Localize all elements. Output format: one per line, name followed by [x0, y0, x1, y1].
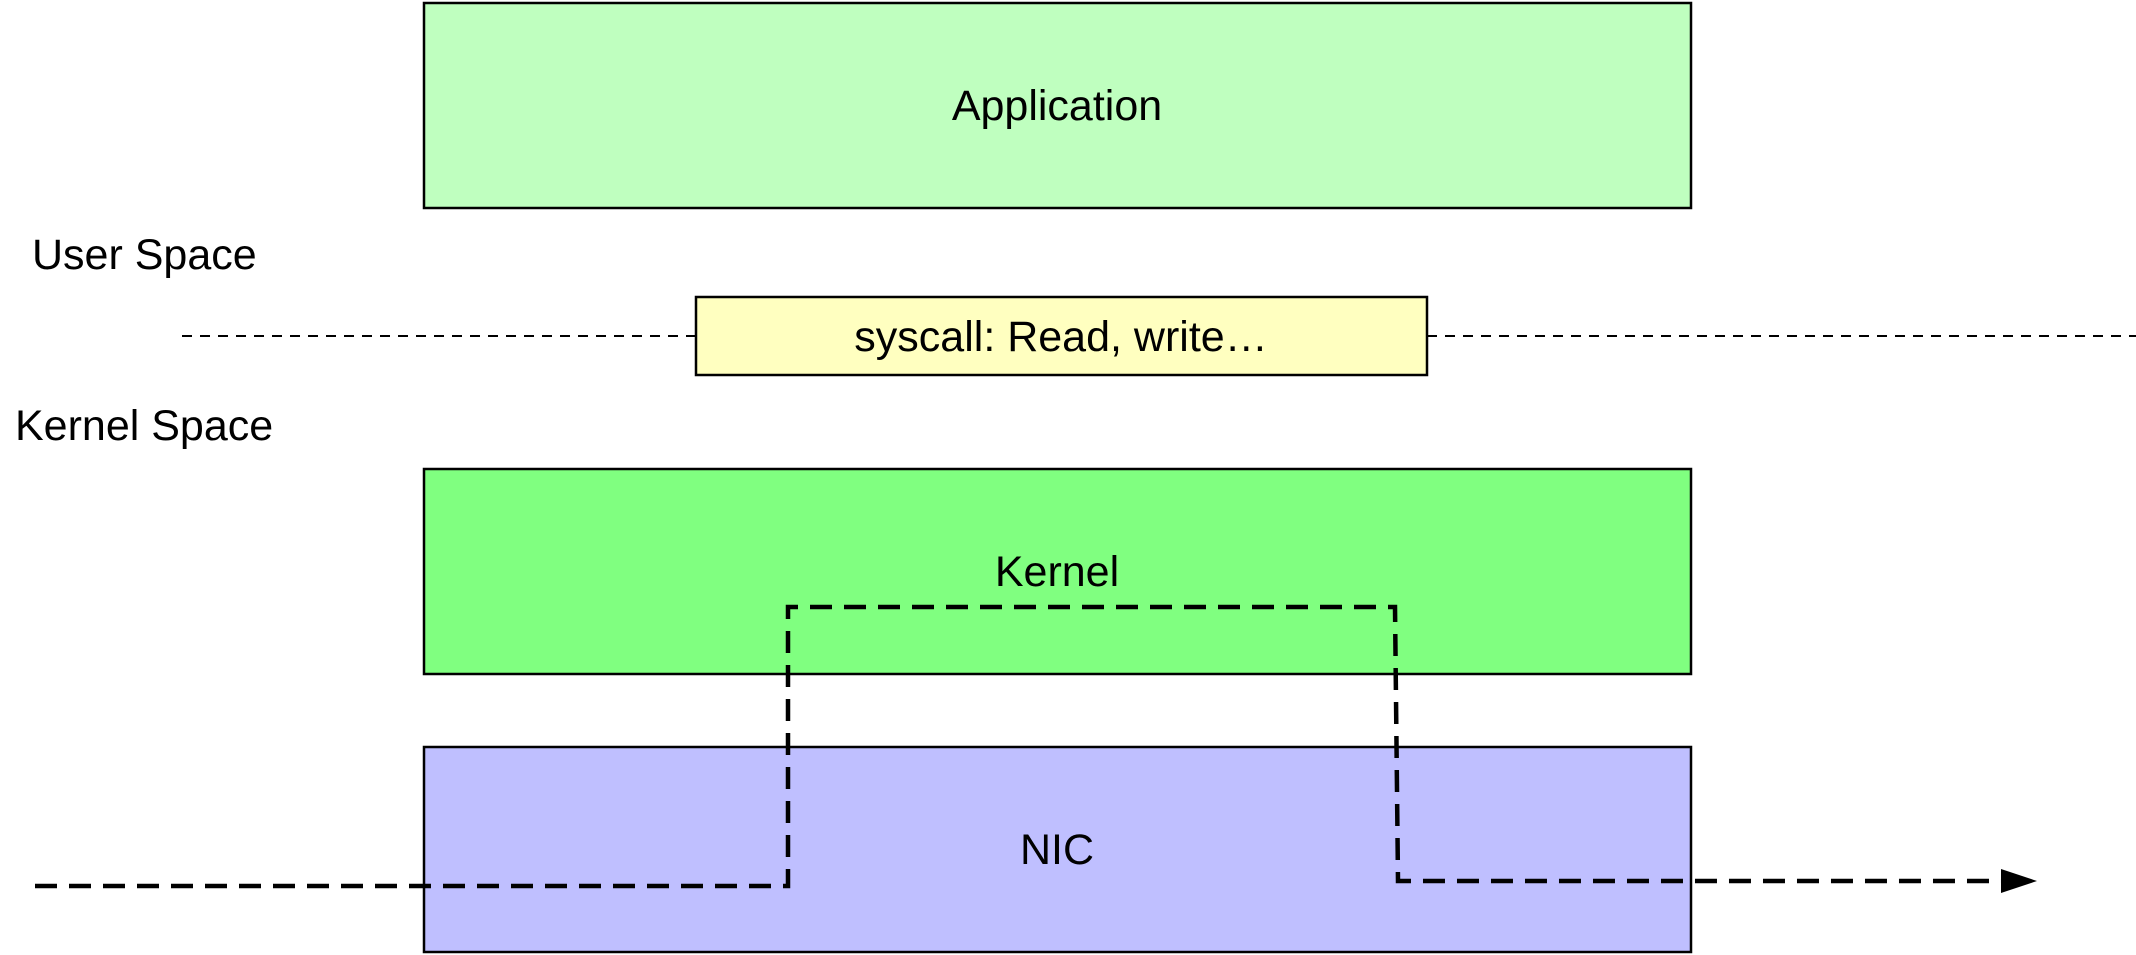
nic-label: NIC — [1020, 826, 1094, 874]
user-space-label: User Space — [32, 231, 257, 279]
kernel-box-rect — [422, 467, 1693, 676]
application-box: Application — [422, 1, 1693, 210]
kernel-label: Kernel — [995, 548, 1119, 596]
packet-path-line — [35, 604, 2005, 889]
syscall-box: syscall: Read, write… — [694, 295, 1429, 377]
application-label: Application — [952, 82, 1162, 130]
kernel-box: Kernel — [422, 467, 1693, 676]
syscall-box-rect — [694, 295, 1429, 377]
application-box-rect — [422, 1, 1693, 210]
packet-path — [35, 604, 2037, 893]
nic-box-rect — [422, 745, 1693, 954]
nic-box: NIC — [422, 745, 1693, 954]
packet-path-arrowhead — [2001, 869, 2037, 893]
kernel-space-label: Kernel Space — [15, 402, 273, 450]
syscall-label: syscall: Read, write… — [854, 313, 1267, 361]
